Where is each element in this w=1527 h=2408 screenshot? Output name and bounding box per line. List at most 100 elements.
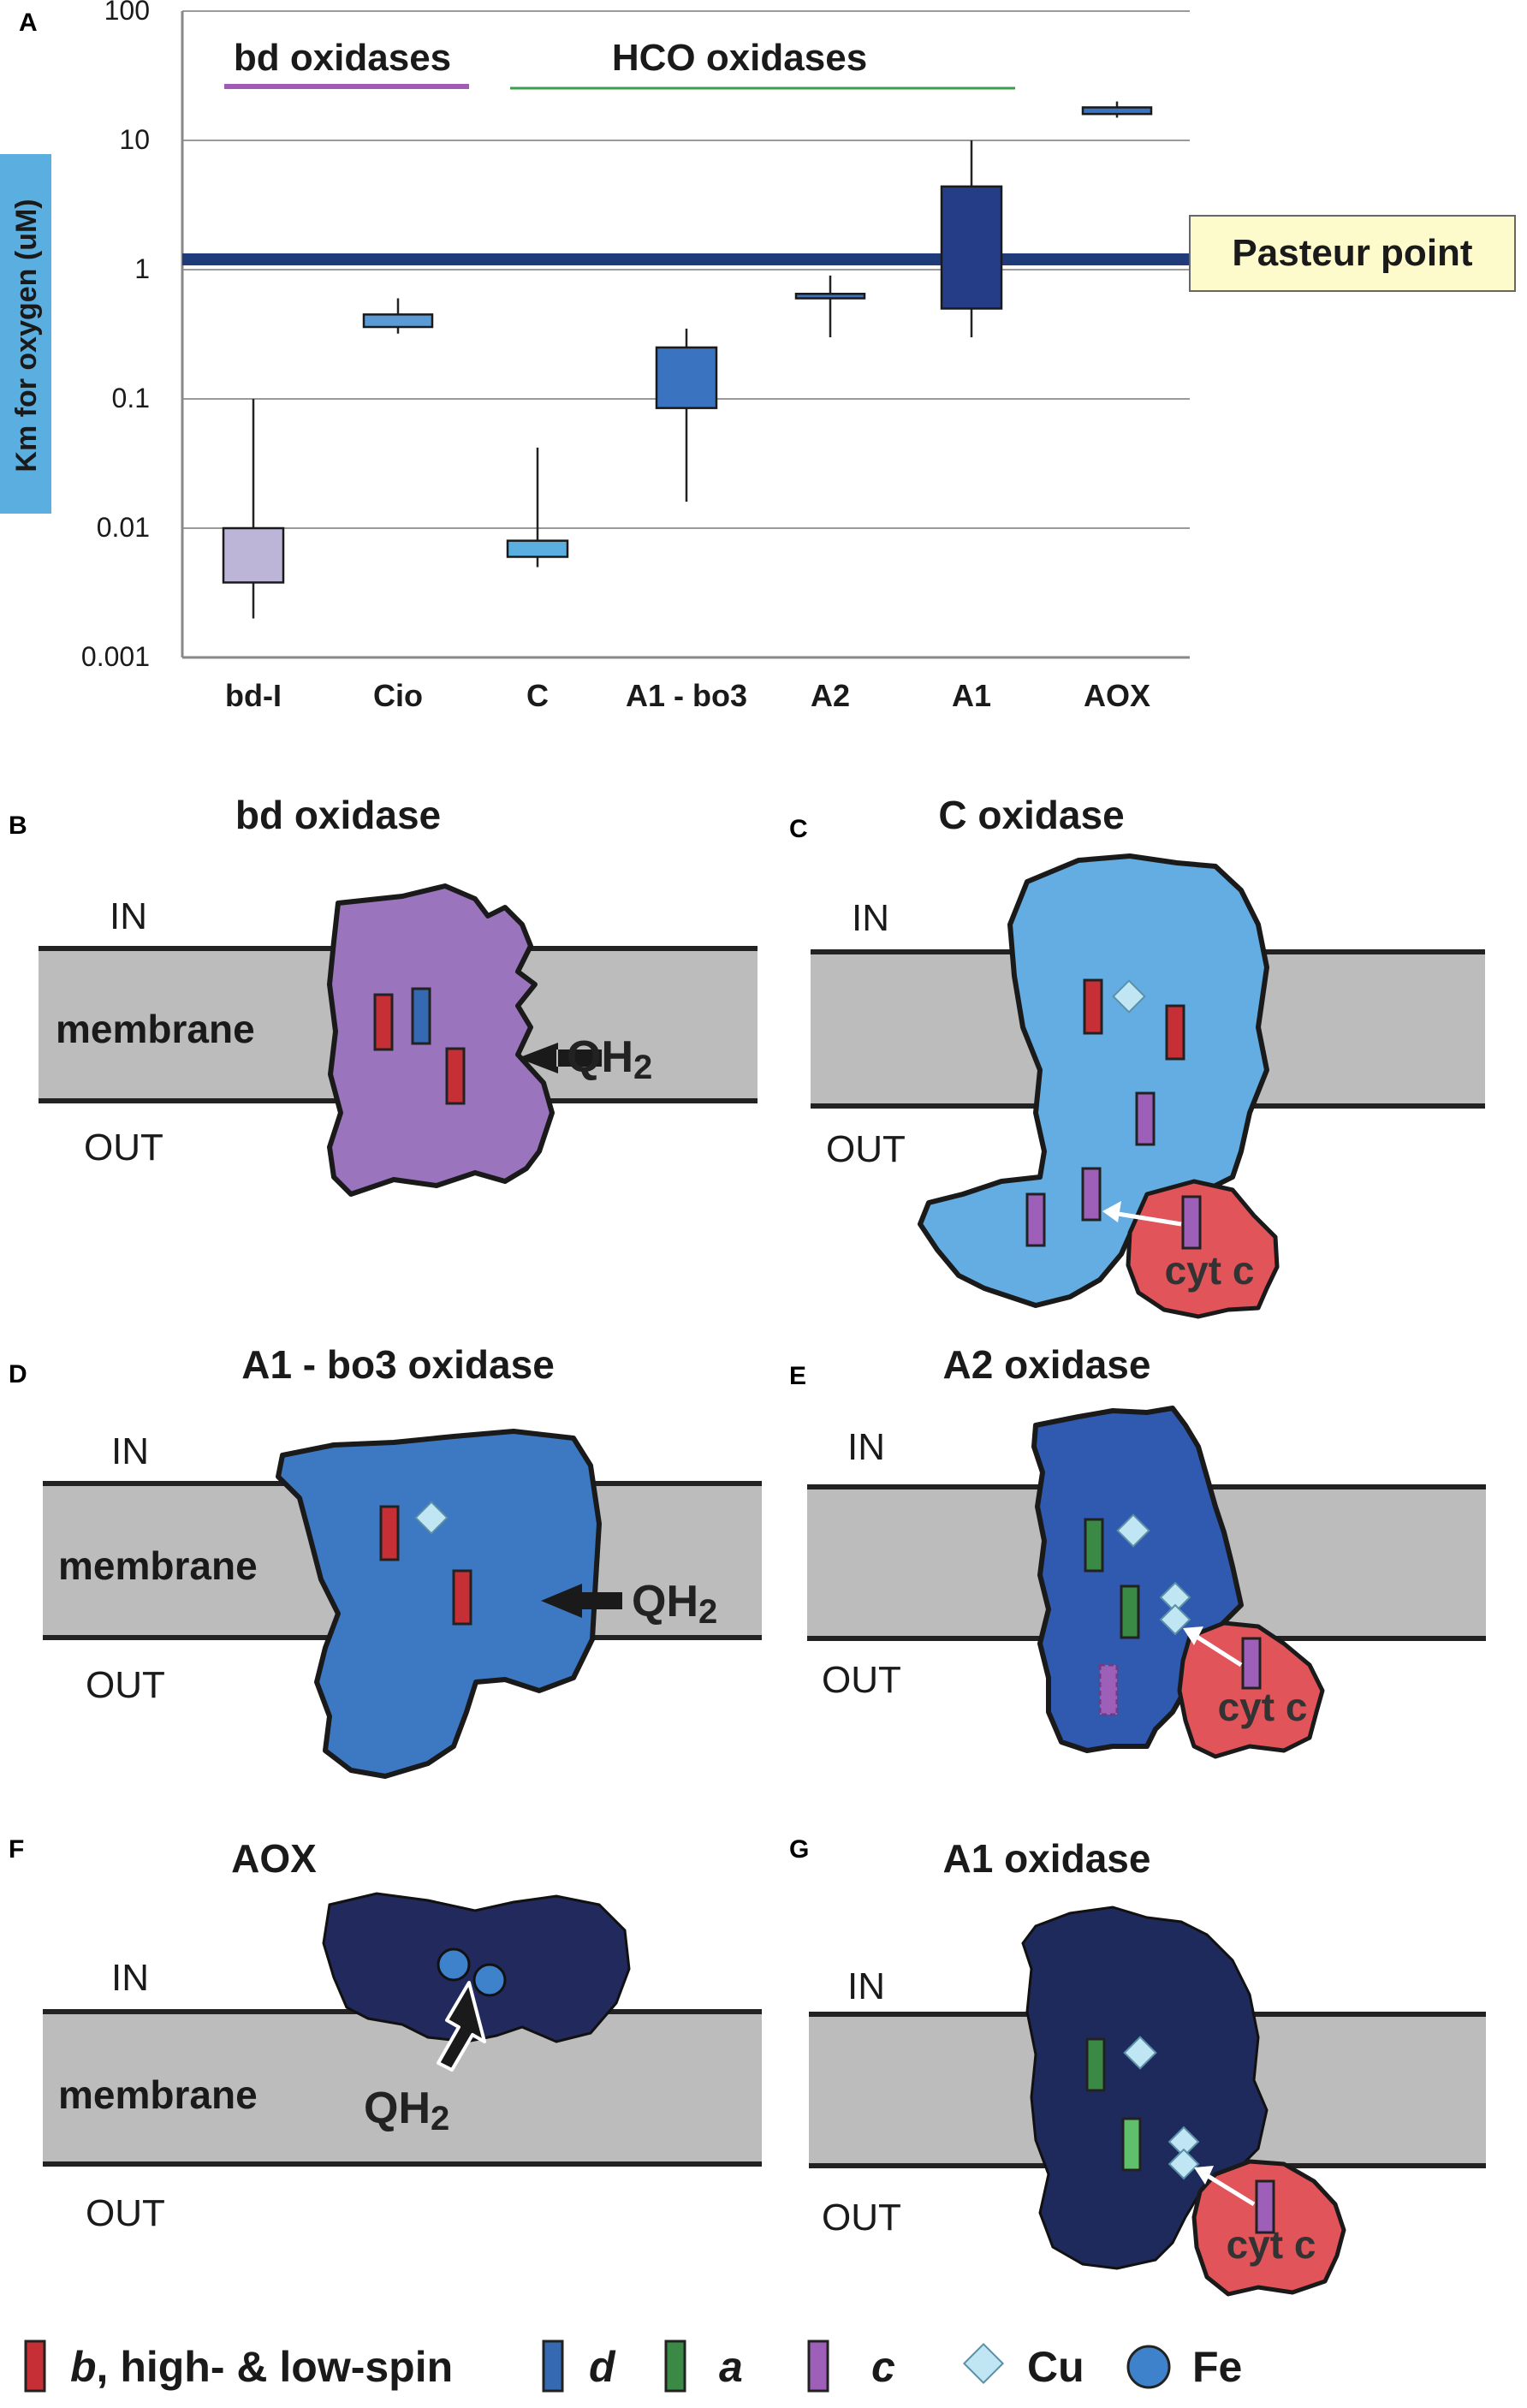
panel-f-title: AOX xyxy=(231,1836,317,1881)
panel-c-cytc: cyt c xyxy=(1165,1248,1255,1293)
y-tick-label: 0.001 xyxy=(81,641,150,672)
heme-c-icon xyxy=(1181,1195,1202,1250)
panel-letter-g: G xyxy=(789,1835,809,1864)
panel-f-membrane: membrane xyxy=(58,2072,258,2117)
panel-a: A Km for oxygen (uM) 0.0010.010.1110100 … xyxy=(0,0,1516,713)
y-tick-label: 0.01 xyxy=(97,512,150,543)
panel-d-substrate: QH2 xyxy=(632,1577,717,1631)
panel-d-title: A1 - bo3 oxidase xyxy=(241,1342,555,1387)
y-axis-label: Km for oxygen (uM) xyxy=(10,199,43,472)
panel-b-in: IN xyxy=(110,895,147,937)
y-tick-label: 100 xyxy=(104,0,150,26)
legend: b, high- & low-spin d a c Cu Fe xyxy=(24,2340,1242,2393)
panel-d: D A1 - bo3 oxidase IN membrane OUT QH2 xyxy=(9,1342,762,1779)
legend-cu-icon xyxy=(962,2342,1005,2385)
panel-letter-d: D xyxy=(9,1360,27,1388)
electron-transfer-arrow-icon xyxy=(1112,1210,1182,1227)
legend-label-c: c xyxy=(871,2343,895,2391)
panel-g: G A1 oxidase IN OUT cyt c xyxy=(789,1835,1486,2297)
heme-b-icon xyxy=(1165,1004,1185,1061)
heme-c-icon xyxy=(1081,1167,1102,1222)
legend-heme-a-icon xyxy=(664,2340,686,2393)
heme-b-icon xyxy=(1083,978,1103,1035)
cu-icon xyxy=(1123,2036,1157,2070)
box-cio xyxy=(362,313,434,329)
cu-icon xyxy=(414,1501,449,1535)
cu-icon xyxy=(1159,1603,1191,1636)
box-aox xyxy=(1081,106,1153,116)
heme-c-icon xyxy=(1025,1192,1046,1247)
heme-a-icon xyxy=(1084,1518,1104,1573)
panel-d-in: IN xyxy=(111,1430,149,1472)
panel-c-in: IN xyxy=(852,897,889,939)
bd-oxidase-protein xyxy=(327,883,555,1197)
pasteur-point-box xyxy=(1189,215,1516,292)
box-bd-i xyxy=(222,526,285,584)
qh2-arrow-icon xyxy=(518,1043,602,1073)
cu-icon xyxy=(1168,2126,1200,2158)
panel-b-title: bd oxidase xyxy=(235,793,441,837)
membrane-f xyxy=(43,2012,762,2164)
box-a1-bo3 xyxy=(655,346,718,409)
x-tick-label: A2 xyxy=(811,678,850,713)
x-tick-label: Cio xyxy=(373,678,423,713)
heme-b-icon xyxy=(379,1505,400,1561)
panel-b-membrane: membrane xyxy=(56,1007,255,1051)
y-axis-label-bg xyxy=(0,154,51,514)
heme-b-icon xyxy=(373,993,394,1051)
aox-protein xyxy=(322,1892,631,2043)
panel-letter-c: C xyxy=(789,815,808,843)
group-label-hco: HCO oxidases xyxy=(612,37,867,79)
cu-icon xyxy=(1159,1581,1191,1614)
panel-g-in: IN xyxy=(847,1965,885,2007)
heme-c-icon xyxy=(1098,1663,1119,1716)
panel-g-cytc: cyt c xyxy=(1227,2222,1316,2267)
heme-d-icon xyxy=(411,987,431,1045)
chart-boxes xyxy=(222,101,1153,619)
heme-b-icon xyxy=(445,1047,466,1105)
box-a2 xyxy=(794,293,866,300)
panel-d-out: OUT xyxy=(86,1664,165,1706)
heme-c-icon xyxy=(1135,1091,1156,1146)
electron-transfer-arrow-icon xyxy=(1192,1632,1243,1668)
panel-f-out: OUT xyxy=(86,2192,165,2234)
panel-e-title: A2 oxidase xyxy=(943,1342,1151,1387)
qh2-arrow-icon xyxy=(437,1981,486,2072)
electron-arrowhead-icon xyxy=(1102,1201,1121,1222)
fe-icon xyxy=(437,1947,471,1982)
x-tick-label: bd-I xyxy=(225,678,282,713)
heme-a-icon xyxy=(1121,2117,1142,2172)
pasteur-point-label: Pasteur point xyxy=(1232,232,1472,274)
legend-label-a: a xyxy=(719,2343,743,2391)
x-tick-label: A1 - bo3 xyxy=(626,678,747,713)
heme-c-icon xyxy=(1255,2179,1275,2234)
legend-label-b: b, high- & low-spin xyxy=(70,2343,453,2391)
legend-label-d: d xyxy=(589,2343,616,2391)
heme-c-icon xyxy=(1241,1637,1262,1690)
y-tick-label: 10 xyxy=(119,124,150,155)
electron-transfer-arrow-icon xyxy=(1203,2172,1256,2207)
legend-heme-d-icon xyxy=(542,2340,564,2393)
panel-f: F AOX IN membrane OUT QH2 xyxy=(9,1835,762,2234)
panel-g-out: OUT xyxy=(822,2197,901,2239)
fe-icon xyxy=(472,1963,507,1997)
legend-heme-b-icon xyxy=(24,2340,46,2393)
x-tick-label: A1 xyxy=(952,678,991,713)
box-a1 xyxy=(940,185,1003,310)
panel-b: B bd oxidase IN membrane OUT QH2 xyxy=(9,793,758,1197)
panel-letter-f: F xyxy=(9,1835,24,1864)
heme-a-icon xyxy=(1085,2037,1106,2092)
panel-b-out: OUT xyxy=(84,1127,163,1168)
legend-label-cu: Cu xyxy=(1027,2343,1084,2391)
panel-e: E A2 oxidase IN OUT cyt c xyxy=(789,1342,1486,1759)
panel-b-substrate: QH2 xyxy=(567,1032,652,1086)
a1-bo3-protein xyxy=(276,1429,602,1779)
panel-d-membrane: membrane xyxy=(58,1543,258,1588)
qh2-arrow-icon xyxy=(541,1584,622,1618)
electron-arrowhead-icon xyxy=(1183,1626,1203,1645)
panel-letter-a: A xyxy=(19,9,38,37)
panel-c-title: C oxidase xyxy=(938,793,1124,837)
panel-e-in: IN xyxy=(847,1426,885,1468)
legend-label-fe: Fe xyxy=(1192,2343,1242,2391)
